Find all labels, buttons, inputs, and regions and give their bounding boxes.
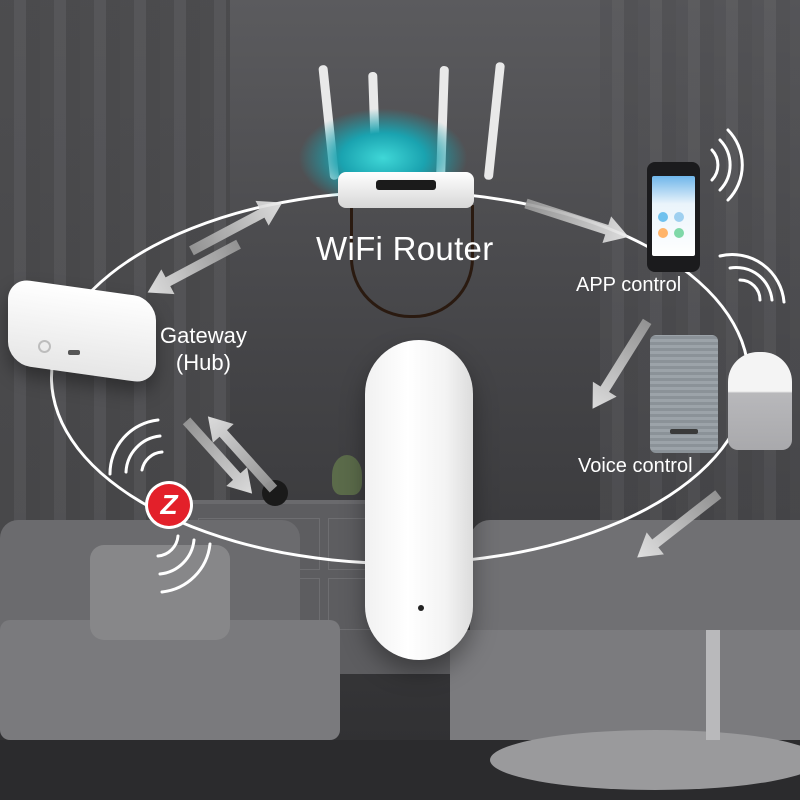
router-cable xyxy=(350,205,474,318)
app-dot xyxy=(674,212,684,222)
arrow-icon xyxy=(147,239,241,295)
signal-waves-icon xyxy=(156,534,212,594)
arrow-icon xyxy=(207,416,278,493)
arrow-icon xyxy=(189,200,283,256)
smart-speaker-icon xyxy=(650,335,718,453)
background-coffee-table xyxy=(490,730,800,790)
smart-speaker-icon xyxy=(728,352,792,450)
app-dot xyxy=(674,228,684,238)
app-dot xyxy=(658,228,668,238)
sensor-indicator-led xyxy=(418,605,424,611)
app-control-label: APP control xyxy=(576,274,682,296)
wifi-router-icon xyxy=(338,172,474,208)
gateway-label-line1: Gateway xyxy=(160,323,247,348)
arrow-icon xyxy=(524,198,629,244)
hub-button xyxy=(38,340,51,353)
wifi-router-label: WiFi Router xyxy=(316,230,494,267)
signal-waves-icon xyxy=(108,418,164,476)
voice-control-label: Voice control xyxy=(578,455,693,477)
background-lamp xyxy=(706,630,720,740)
gateway-hub-label: Gateway (Hub) xyxy=(160,322,247,376)
gateway-label-line2: (Hub) xyxy=(175,350,231,375)
signal-waves-icon xyxy=(718,253,786,304)
zigbee-logo-icon xyxy=(148,484,190,526)
background-armchair-seat xyxy=(0,620,340,740)
arrow-icon xyxy=(182,417,253,494)
arrow-icon xyxy=(637,490,722,558)
hub-usb-port xyxy=(68,350,80,355)
app-dot xyxy=(658,212,668,222)
door-sensor-icon xyxy=(365,340,473,660)
background-sofa-seat xyxy=(450,630,800,740)
signal-waves-icon xyxy=(710,128,744,202)
arrow-icon xyxy=(592,318,652,409)
